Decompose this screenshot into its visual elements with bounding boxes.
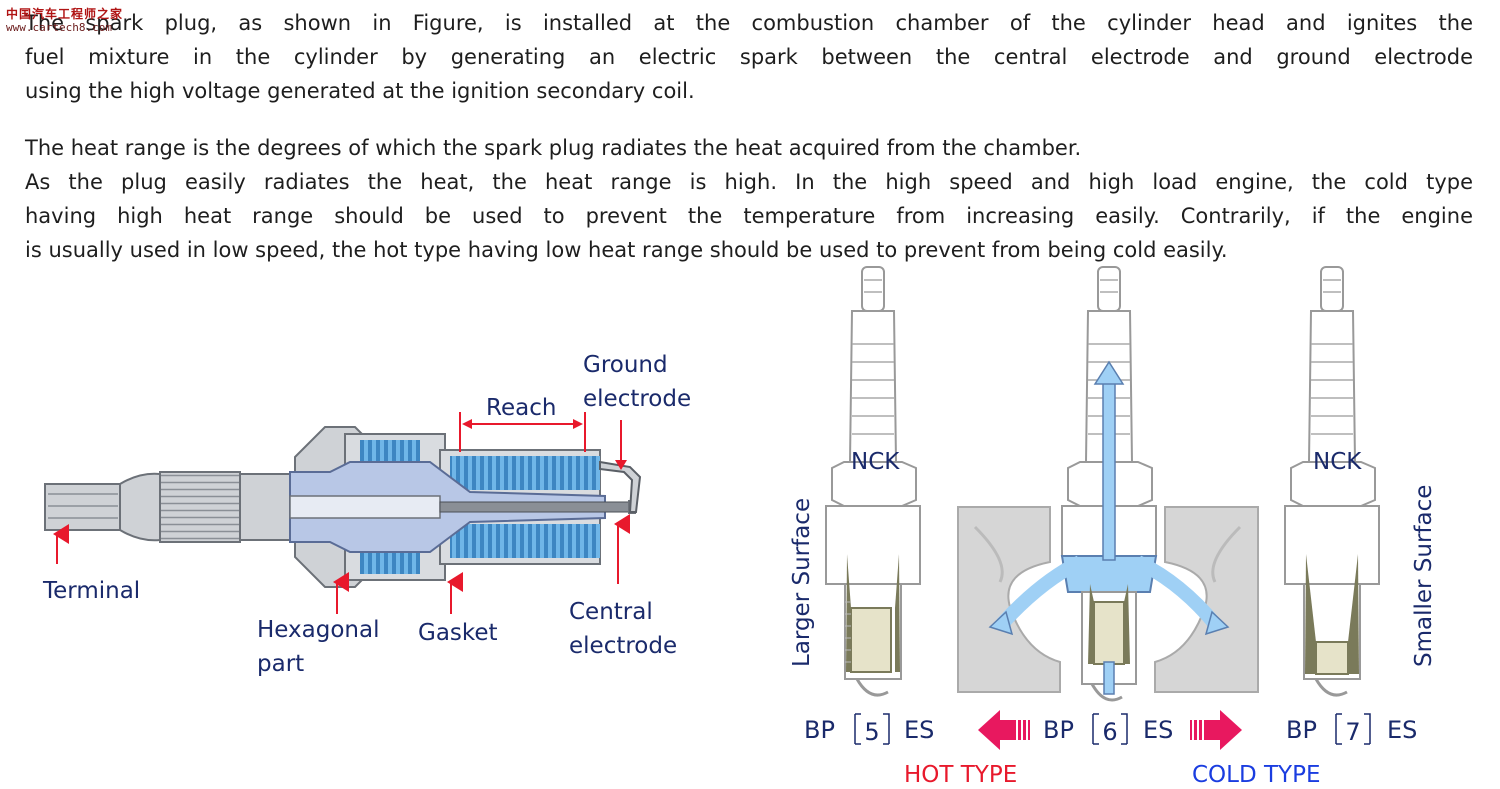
plug-prefix: BP [804,716,835,744]
gasket-label: Gasket [418,620,498,646]
terminal-label: Terminal [42,578,140,604]
ground-electrode-label-line1: Ground [583,352,668,378]
paragraph-line: fuel mixture in the cylinder by generati… [25,45,1473,69]
plug-prefix: BP [1286,716,1317,744]
hot-type-label: HOT TYPE [904,762,1017,788]
cold-direction-arrow [1190,710,1242,750]
plug-suffix: ES [904,716,934,744]
ground-electrode-label-line2: electrode [583,386,691,412]
hexagonal-label-line1: Hexagonal [257,617,379,643]
heat-range-number: 6 [1102,718,1117,746]
cross-section-diagram: Terminal Hexagonal part Gasket Reach Gro… [42,352,691,677]
hexagonal-label-line2: part [257,651,304,677]
insulator-nose-large [850,607,892,673]
heat-range-number: 7 [1345,718,1360,746]
cylinder-head-right [1154,506,1259,693]
central-electrode-label-line1: Central [569,599,653,625]
central-electrode-shape [439,501,631,513]
spark-plug-figures: Terminal Hexagonal part Gasket Reach Gro… [42,266,1437,788]
brand-label: NCK [851,449,900,475]
paragraph-line: The spark plug, as shown in Figure, is i… [25,11,1473,35]
heat-flow-arrow-up [1102,379,1116,561]
intro-paragraph: The spark plug, as shown in Figure, is i… [25,6,1473,108]
cylinder-head-left [957,506,1061,693]
plug-prefix: BP [1043,716,1074,744]
cold-type-label: COLD TYPE [1192,762,1321,788]
paragraph-line: The heat range is the degrees of which t… [25,136,1082,160]
hot-direction-arrow [978,710,1030,750]
reach-label: Reach [486,395,556,421]
plug-suffix: ES [1143,716,1173,744]
paragraph-line: is usually used in low speed, the hot ty… [25,238,1228,262]
spark-plug-bp6es-in-head [957,266,1259,702]
plug-code-bp5es: BP 5 ES [804,713,934,746]
spark-plug-bp7es: NCK [1284,266,1380,697]
heat-flow-arrow-left [996,555,1084,629]
plug-code-bp7es: BP 7 ES [1286,713,1417,746]
paragraph-line: As the plug easily radiates the heat, th… [25,170,1473,194]
watermark-url: www.cartech8.com [6,20,112,34]
brand-label: NCK [1313,449,1362,475]
heat-range-diagram: NCK [789,266,1437,788]
insulator-ribs [159,471,241,543]
larger-surface-label: Larger Surface [789,498,815,667]
ground-electrode-shape [599,460,642,513]
smaller-surface-label: Smaller Surface [1411,485,1437,667]
paragraph-line: having high heat range should be used to… [25,204,1473,228]
terminal-shape [44,483,121,531]
heat-range-number: 5 [864,718,879,746]
central-electrode-label-line2: electrode [569,633,677,659]
heat-flow-zone [1060,555,1158,593]
watermark-site-name: 中国汽车工程师之家 [6,7,124,21]
insulator-nose-small [1315,641,1349,675]
heat-range-paragraph: The heat range is the degrees of which t… [25,131,1473,267]
spark-plug-bp5es: NCK [825,266,921,697]
plug-suffix: ES [1387,716,1417,744]
plug-code-bp6es: BP 6 ES [1043,713,1173,746]
paragraph-line: using the high voltage generated at the … [25,79,695,103]
watermark: 中国汽车工程师之家 www.cartech8.com [6,7,124,34]
heat-flow-arrow-right [1134,555,1221,629]
